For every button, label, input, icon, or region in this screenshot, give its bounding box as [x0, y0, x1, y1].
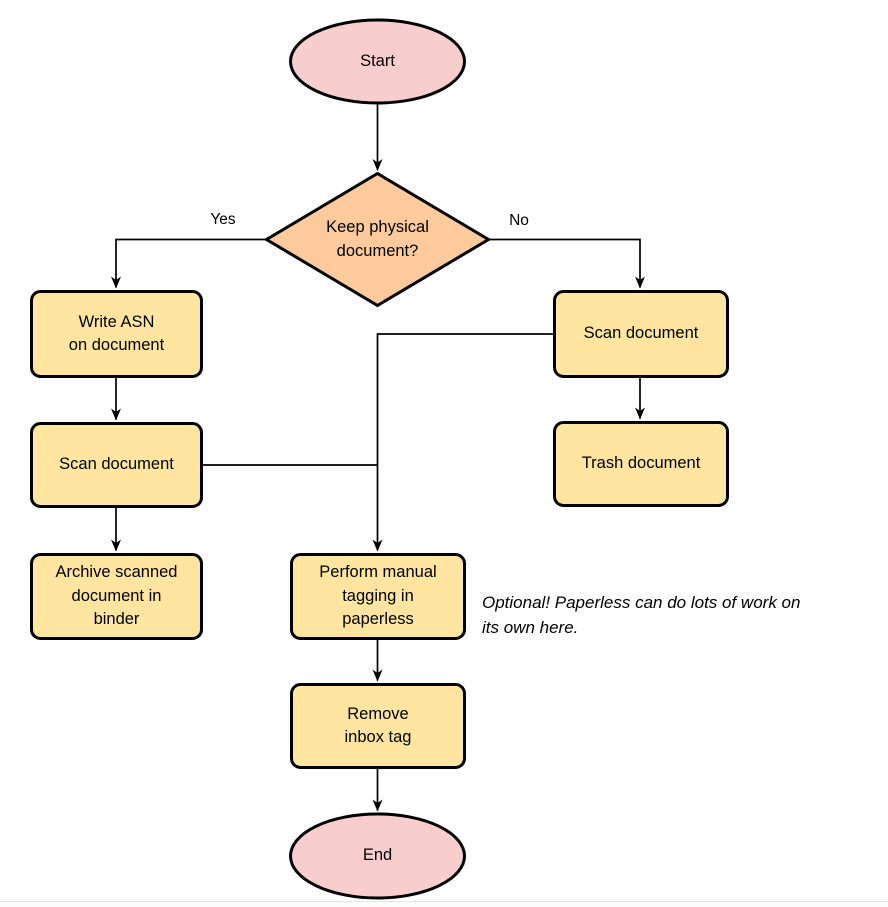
scan-document-left-box: [30, 422, 203, 508]
yes-edge-label: Yes: [203, 211, 243, 230]
end-ellipse: [289, 812, 466, 900]
bottom-divider: [0, 901, 888, 907]
no-edge-label: No: [499, 212, 539, 231]
decision-diamond: [263, 171, 492, 308]
optional-annotation: Optional! Paperless can do lots of work …: [482, 593, 801, 637]
tagging-box: [290, 553, 466, 640]
trash-document-box: [553, 421, 729, 507]
remove-inbox-box: [290, 683, 466, 769]
edge-decision-yes-to-write-asn: [111, 238, 266, 289]
scan-document-right-box: [553, 290, 729, 378]
edge-scan-right-to-tagging: [372, 333, 553, 552]
write-asn-box: [30, 290, 203, 378]
start-ellipse: [289, 18, 466, 105]
archive-box: [30, 553, 203, 640]
edge-decision-no-to-scan-right: [489, 238, 645, 289]
